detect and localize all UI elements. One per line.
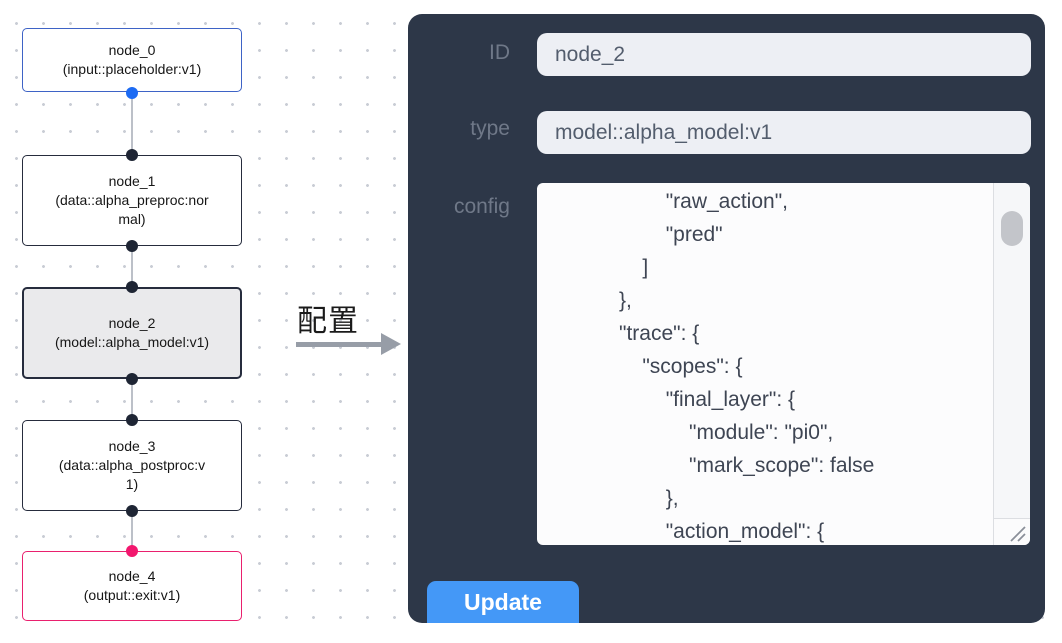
flow-node-node_4[interactable]: node_4 (output::exit:v1): [22, 551, 242, 621]
config-field-label: config: [453, 195, 510, 218]
flow-node-node_3[interactable]: node_3 (data::alpha_postproc:v1): [22, 420, 242, 511]
node-subtitle: (output::exit:v1): [83, 587, 181, 603]
id-field-label: ID: [489, 41, 510, 64]
node-subtitle: (data::alpha_preproc:normal): [55, 192, 209, 227]
config-json-text[interactable]: "raw_action", "pred" ] }, "trace": { "sc…: [619, 190, 875, 543]
node-title: node_2: [108, 315, 156, 331]
output-handle-node_2[interactable]: [126, 373, 138, 385]
edge-node1-node2: [131, 246, 133, 288]
node-title: node_0: [108, 42, 156, 58]
flow-node-node_1[interactable]: node_1 (data::alpha_preproc:normal): [22, 155, 242, 246]
configure-arrow-head-icon: [381, 333, 401, 355]
edge-node3-node4: [131, 511, 133, 552]
node-title: node_4: [108, 568, 156, 584]
config-scrollbar-corner: [993, 518, 1030, 545]
config-textarea[interactable]: "raw_action", "pred" ] }, "trace": { "sc…: [537, 183, 1030, 545]
flow-node-node_0[interactable]: node_0 (input::placeholder:v1): [22, 28, 242, 92]
input-handle-node_1[interactable]: [126, 149, 138, 161]
edge-node2-node3: [131, 379, 133, 421]
update-button[interactable]: Update: [427, 581, 579, 623]
node-title: node_1: [108, 173, 156, 189]
output-handle-node_3[interactable]: [126, 505, 138, 517]
node-subtitle: (input::placeholder:v1): [62, 61, 202, 77]
edge-node0-node1: [131, 92, 133, 156]
input-handle-node_4[interactable]: [126, 545, 138, 557]
node-subtitle: (data::alpha_postproc:v1): [58, 457, 206, 492]
node-subtitle: (model::alpha_model:v1): [54, 334, 210, 350]
output-handle-node_1[interactable]: [126, 240, 138, 252]
flow-node-node_2-selected[interactable]: node_2 (model::alpha_model:v1): [22, 287, 242, 379]
node-config-panel: ID type config "raw_action", "pred" ] },…: [408, 14, 1045, 623]
id-input[interactable]: [537, 33, 1031, 76]
output-handle-node_0[interactable]: [126, 87, 138, 99]
resize-grip-icon[interactable]: [1007, 524, 1027, 542]
input-handle-node_3[interactable]: [126, 414, 138, 426]
input-handle-node_2[interactable]: [126, 281, 138, 293]
configure-annotation-label: 配置: [297, 305, 359, 338]
type-input[interactable]: [537, 111, 1031, 154]
config-scrollbar-thumb[interactable]: [1001, 211, 1023, 246]
node-title: node_3: [108, 438, 156, 454]
config-scrollbar-track[interactable]: [993, 183, 1030, 518]
configure-arrow: [296, 342, 382, 347]
type-field-label: type: [470, 117, 510, 140]
